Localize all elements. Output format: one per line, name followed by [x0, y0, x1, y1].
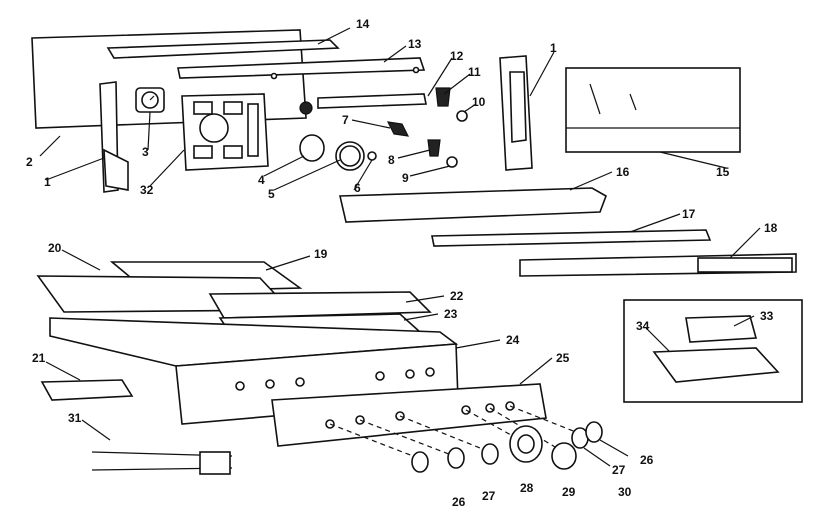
thermostat-dial-29 [509, 425, 543, 463]
callout-8: 8 [388, 153, 395, 167]
igniter-harness-31 [91, 451, 233, 475]
lamp-tube-12 [317, 93, 427, 109]
callout-17: 17 [682, 207, 696, 221]
callout-14: 14 [356, 17, 370, 31]
callout-9: 9 [402, 171, 409, 185]
callout-1-left: 1 [44, 175, 51, 189]
top-trim-13 [177, 57, 426, 80]
grommet-10 [456, 110, 468, 122]
switch-7 [386, 121, 410, 137]
callout-7: 7 [342, 113, 349, 127]
callout-30: 30 [618, 485, 632, 499]
callout-31: 31 [68, 411, 82, 425]
callout-20: 20 [48, 241, 62, 255]
callout-18: 18 [764, 221, 778, 235]
callout-15: 15 [716, 165, 730, 179]
callout-16: 16 [616, 165, 630, 179]
top-trim-14 [106, 39, 340, 59]
callout-24: 24 [506, 333, 520, 347]
drawer-handle-18 [519, 253, 797, 277]
callout-11: 11 [468, 65, 481, 79]
knob-28 [481, 443, 499, 465]
screw-9 [446, 156, 458, 168]
callout-23: 23 [444, 307, 458, 321]
callout-26-right: 26 [640, 453, 654, 467]
callout-19: 19 [314, 247, 328, 261]
knob-26 [411, 451, 429, 473]
callout-10: 10 [472, 95, 486, 109]
callout-29: 29 [562, 485, 576, 499]
drip-pan-21 [40, 379, 134, 401]
oven-window-15 [565, 67, 741, 153]
callout-4: 4 [258, 173, 265, 187]
callout-12: 12 [450, 49, 464, 63]
callout-33: 33 [760, 309, 774, 323]
side-bracket-left-1 [99, 81, 129, 193]
ring-5 [335, 141, 365, 171]
side-bracket-right-1 [499, 55, 533, 171]
front-rail-16 [339, 187, 607, 223]
callout-2: 2 [26, 155, 33, 169]
callout-1-right: 1 [550, 41, 557, 55]
callout-13: 13 [408, 37, 422, 51]
leader-lines [39, 27, 761, 467]
callout-32: 32 [140, 183, 154, 197]
bushing-6 [367, 151, 377, 161]
control-panel-front-25 [271, 383, 547, 447]
callout-labels: 14 13 12 11 1 10 7 2 3 8 6 9 4 1 32 5 15… [26, 17, 778, 509]
burner-grates-22 [208, 291, 432, 319]
clock-3 [135, 87, 165, 113]
callout-3: 3 [142, 145, 149, 159]
callout-22: 22 [450, 289, 464, 303]
callout-25: 25 [556, 351, 570, 365]
callout-21: 21 [32, 351, 46, 365]
callout-27-left: 27 [482, 489, 496, 503]
knob-cap [299, 101, 313, 115]
callout-5: 5 [268, 187, 275, 201]
callout-27-right: 27 [612, 463, 626, 477]
callout-6: 6 [354, 181, 361, 195]
knob-26-right [585, 421, 603, 443]
wire-clip-8 [427, 139, 441, 157]
inset-box [623, 299, 803, 403]
timer-knob-4 [299, 134, 325, 162]
knob-30 [551, 442, 577, 470]
control-panel-32 [181, 93, 269, 171]
knob-27 [447, 447, 465, 469]
rail-17 [431, 229, 712, 247]
callout-34: 34 [636, 319, 650, 333]
callout-28-right: 28 [520, 481, 534, 495]
callout-26-left: 26 [452, 495, 466, 509]
